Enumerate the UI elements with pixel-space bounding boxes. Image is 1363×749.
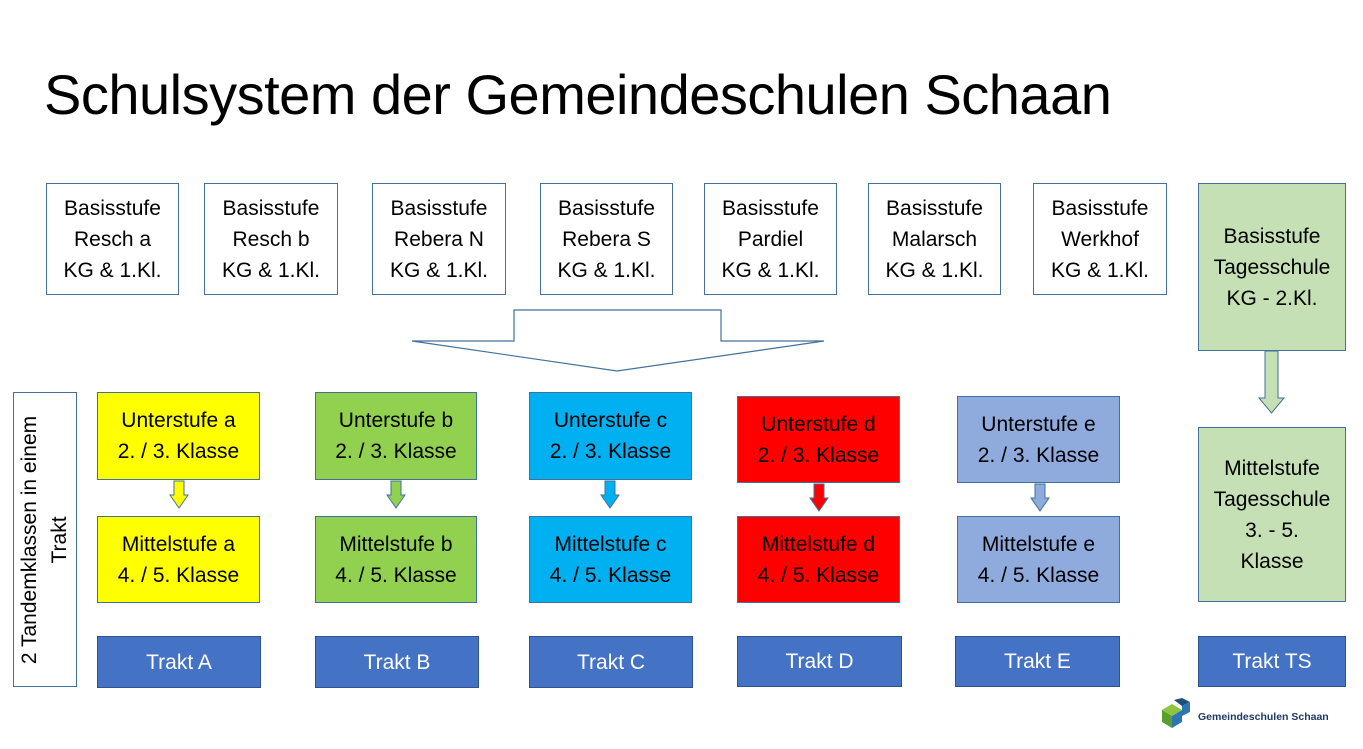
arrow-a <box>169 480 189 509</box>
basisstufe-rebera-n: Basisstufe Rebera N KG & 1.Kl. <box>372 183 506 295</box>
trakt-b-bar: Trakt B <box>315 636 479 688</box>
mittelstufe-a: Mittelstufe a 4. / 5. Klasse <box>97 516 260 603</box>
basisstufe-label: Basisstufe <box>558 196 655 220</box>
basisstufe-location: Werkhof <box>1061 227 1139 251</box>
basisstufe-malarsch: Basisstufe Malarsch KG & 1.Kl. <box>868 183 1001 295</box>
unterstufe-label: Unterstufe c <box>553 409 668 432</box>
mittelstufe-classes: 4. / 5. Klasse <box>977 563 1100 587</box>
gemeindeschulen-logo <box>1162 698 1190 728</box>
tagesschule-name: Tagesschule <box>1213 255 1331 279</box>
unterstufe-classes: 2. / 3. Klasse <box>117 440 240 463</box>
merge-arrow <box>411 309 825 372</box>
unterstufe-classes: 2. / 3. Klasse <box>335 440 457 463</box>
mittelstufe-b: Mittelstufe b 4. / 5. Klasse <box>315 516 477 603</box>
basisstufe-location: Resch a <box>73 227 152 251</box>
tagesschule-classes-suffix: Klasse <box>1240 549 1304 573</box>
trakt-d-bar: Trakt D <box>737 636 902 687</box>
mittelstufe-label: Mittelstufe b <box>339 532 453 556</box>
basisstufe-classes: KG & 1.Kl. <box>721 258 820 282</box>
basisstufe-rebera-s: Basisstufe Rebera S KG & 1.Kl. <box>540 183 673 295</box>
basisstufe-label: Basisstufe <box>222 196 320 220</box>
arrow-c <box>600 480 620 509</box>
mittelstufe-label: Mittelstufe a <box>121 532 236 556</box>
arrow-e <box>1030 483 1050 512</box>
tagesschule-label: Mittelstufe <box>1224 456 1320 480</box>
logo-cube-side-back <box>1182 702 1190 716</box>
trakt-c-bar: Trakt C <box>529 636 693 688</box>
unterstufe-label: Unterstufe d <box>761 412 876 436</box>
basisstufe-label: Basisstufe <box>390 196 488 220</box>
basisstufe-resch-b: Basisstufe Resch b KG & 1.Kl. <box>204 183 338 295</box>
basisstufe-label: Basisstufe <box>64 196 161 220</box>
trakt-a-bar: Trakt A <box>97 636 261 688</box>
basisstufe-classes: KG & 1.Kl. <box>1050 258 1150 282</box>
mittelstufe-classes: 4. / 5. Klasse <box>549 563 672 587</box>
basisstufe-pardiel: Basisstufe Pardiel KG & 1.Kl. <box>704 183 837 295</box>
basisstufe-werkhof: Basisstufe Werkhof KG & 1.Kl. <box>1033 183 1167 295</box>
arrow-tagesschule <box>1257 350 1286 414</box>
tandem-side-label-box: 2 Tandemklassen in einem Trakt <box>13 392 77 687</box>
basisstufe-resch-a: Basisstufe Resch a KG & 1.Kl. <box>46 183 179 295</box>
logo-cube-right <box>1172 710 1182 728</box>
mittelstufe-classes: 4. / 5. Klasse <box>117 563 240 587</box>
trakt-ts-bar: Trakt TS <box>1198 636 1346 687</box>
basisstufe-classes: KG & 1.Kl. <box>557 258 656 282</box>
basisstufe-location: Pardiel <box>737 227 804 251</box>
unterstufe-label: Unterstufe a <box>121 409 236 432</box>
basisstufe-label: Basisstufe <box>1051 196 1149 220</box>
unterstufe-classes: 2. / 3. Klasse <box>549 440 672 463</box>
basisstufe-location: Rebera S <box>562 227 651 251</box>
mittelstufe-label: Mittelstufe c <box>554 532 667 556</box>
basisstufe-location: Rebera N <box>394 227 484 251</box>
basisstufe-label: Basisstufe <box>722 196 819 220</box>
basisstufe-classes: KG & 1.Kl. <box>221 258 321 282</box>
unterstufe-a: Unterstufe a 2. / 3. Klasse <box>97 392 260 480</box>
unterstufe-classes: 2. / 3. Klasse <box>757 443 880 467</box>
unterstufe-classes: 2. / 3. Klasse <box>977 443 1100 467</box>
tagesschule-name: Tagesschule <box>1213 487 1331 511</box>
basisstufe-location: Resch b <box>232 227 310 251</box>
basisstufe-classes: KG & 1.Kl. <box>885 258 984 282</box>
basisstufe-classes: KG & 1.Kl. <box>389 258 489 282</box>
mittelstufe-classes: 4. / 5. Klasse <box>757 563 880 587</box>
tagesschule-classes: 3. - 5. <box>1245 518 1299 542</box>
arrow-d <box>809 483 829 512</box>
basisstufe-classes: KG & 1.Kl. <box>63 258 162 282</box>
logo-cube-left <box>1162 710 1172 728</box>
unterstufe-label: Unterstufe b <box>338 409 454 432</box>
tagesschule-label: Basisstufe <box>1223 224 1321 248</box>
arrow-b <box>386 480 406 509</box>
mittelstufe-tagesschule: Mittelstufe Tagesschule 3. - 5. Klasse <box>1198 427 1346 602</box>
unterstufe-b: Unterstufe b 2. / 3. Klasse <box>315 392 477 480</box>
basisstufe-tagesschule: Basisstufe Tagesschule KG - 2.Kl. <box>1198 183 1346 351</box>
mittelstufe-label: Mittelstufe e <box>981 532 1096 556</box>
tagesschule-classes: KG - 2.Kl. <box>1226 286 1318 310</box>
basisstufe-label: Basisstufe <box>886 196 983 220</box>
trakt-e-bar: Trakt E <box>955 636 1120 687</box>
mittelstufe-e: Mittelstufe e 4. / 5. Klasse <box>957 516 1120 603</box>
unterstufe-d: Unterstufe d 2. / 3. Klasse <box>737 396 900 483</box>
mittelstufe-d: Mittelstufe d 4. / 5. Klasse <box>737 516 900 603</box>
unterstufe-c: Unterstufe c 2. / 3. Klasse <box>529 392 692 480</box>
logo-text: Gemeindeschulen Schaan <box>1198 711 1329 723</box>
unterstufe-label: Unterstufe e <box>981 412 1096 436</box>
mittelstufe-label: Mittelstufe d <box>761 532 876 556</box>
mittelstufe-classes: 4. / 5. Klasse <box>335 563 457 587</box>
mittelstufe-c: Mittelstufe c 4. / 5. Klasse <box>529 516 692 603</box>
page-title: Schulsystem der Gemeindeschulen Schaan <box>44 63 1112 126</box>
basisstufe-location: Malarsch <box>891 227 978 251</box>
unterstufe-e: Unterstufe e 2. / 3. Klasse <box>957 396 1120 483</box>
